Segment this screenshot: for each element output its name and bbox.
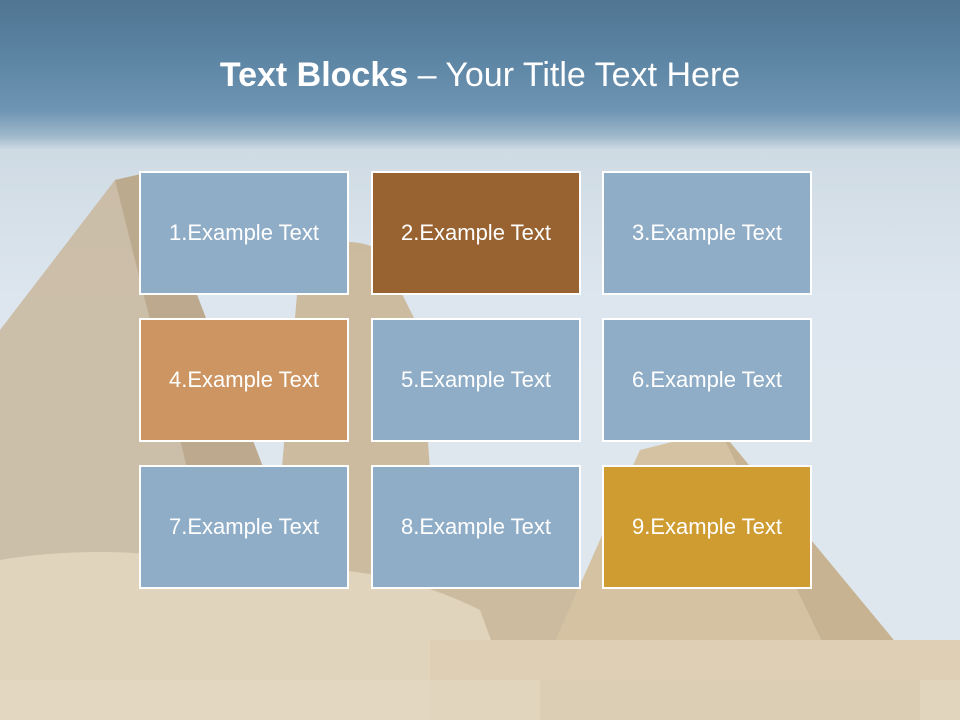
text-block-5[interactable]: 5.Example Text [371, 318, 581, 442]
text-block-7-label: 7.Example Text [168, 514, 319, 539]
title-dash: – [408, 56, 446, 94]
text-block-7[interactable]: 7.Example Text [139, 465, 349, 589]
text-block-2[interactable]: 2.Example Text [371, 171, 581, 295]
text-block-6[interactable]: 6.Example Text [602, 318, 812, 442]
text-block-5-label: 5.Example Text [400, 367, 551, 392]
title-bold-part: Text Blocks [219, 56, 409, 94]
text-block-9[interactable]: 9.Example Text [602, 465, 812, 589]
title-rest: Your Title Text Here [445, 56, 741, 94]
text-block-3[interactable]: 3.Example Text [602, 171, 812, 295]
text-block-4-label: 4.Example Text [168, 367, 319, 392]
text-block-8[interactable]: 8.Example Text [371, 465, 581, 589]
text-block-1[interactable]: 1.Example Text [139, 171, 349, 295]
text-block-9-label: 9.Example Text [631, 514, 782, 539]
text-block-6-label: 6.Example Text [631, 367, 782, 392]
text-block-4[interactable]: 4.Example Text [139, 318, 349, 442]
text-block-2-label: 2.Example Text [400, 220, 551, 245]
slide-title: Text Blocks – Your Title Text Here [0, 50, 960, 100]
text-block-1-label: 1.Example Text [168, 220, 319, 245]
text-block-3-label: 3.Example Text [631, 220, 782, 245]
text-block-8-label: 8.Example Text [400, 514, 551, 539]
